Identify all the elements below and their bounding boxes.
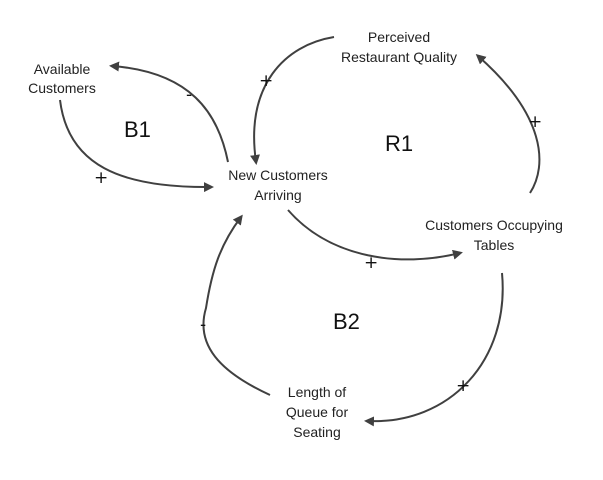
- link-arriving-to-occupying: [287, 209, 463, 261]
- node-queue-line2: Queue for: [286, 404, 349, 420]
- link-available-to-arriving: [59, 99, 214, 193]
- node-perceived-quality-line1: Perceived: [368, 29, 430, 45]
- polarity-arriving-to-available: -: [186, 85, 192, 105]
- link-queue-to-arriving: [202, 214, 271, 396]
- node-available-customers-line2: Customers: [28, 80, 96, 96]
- polarity-queue-to-arriving: -: [200, 315, 206, 335]
- polarity-arriving-to-occupying: +: [364, 253, 378, 273]
- link-occupying-to-quality: [475, 54, 541, 194]
- polarity-quality-to-arriving: +: [259, 71, 273, 91]
- node-available-customers-line1: Available: [34, 61, 91, 77]
- node-queue-line3: Seating: [293, 424, 340, 440]
- polarity-occupying-to-quality: +: [528, 112, 542, 132]
- link-arriving-to-available: [109, 61, 229, 163]
- polarity-available-to-arriving: +: [94, 168, 108, 188]
- link-quality-to-arriving: [250, 36, 335, 165]
- node-perceived-quality-line2: Restaurant Quality: [341, 49, 457, 65]
- node-customers-occupying-tables: Customers Occupying Tables: [425, 217, 563, 253]
- node-perceived-restaurant-quality: Perceived Restaurant Quality: [341, 29, 457, 65]
- node-queue-line1: Length of: [288, 384, 346, 400]
- node-length-of-queue: Length of Queue for Seating: [286, 384, 349, 440]
- loop-label-b1: B1: [124, 117, 151, 142]
- polarity-occupying-to-queue: +: [456, 376, 470, 396]
- node-new-customers-arriving: New Customers Arriving: [228, 167, 328, 203]
- loop-label-b2: B2: [333, 309, 360, 334]
- link-occupying-to-queue: [364, 272, 504, 427]
- loop-label-r1: R1: [385, 131, 413, 156]
- node-available-customers: Available Customers: [28, 61, 96, 96]
- node-customers-occupying-line2: Tables: [474, 237, 514, 253]
- node-new-customers-arriving-line2: Arriving: [254, 187, 301, 203]
- node-new-customers-arriving-line1: New Customers: [228, 167, 328, 183]
- node-customers-occupying-line1: Customers Occupying: [425, 217, 563, 233]
